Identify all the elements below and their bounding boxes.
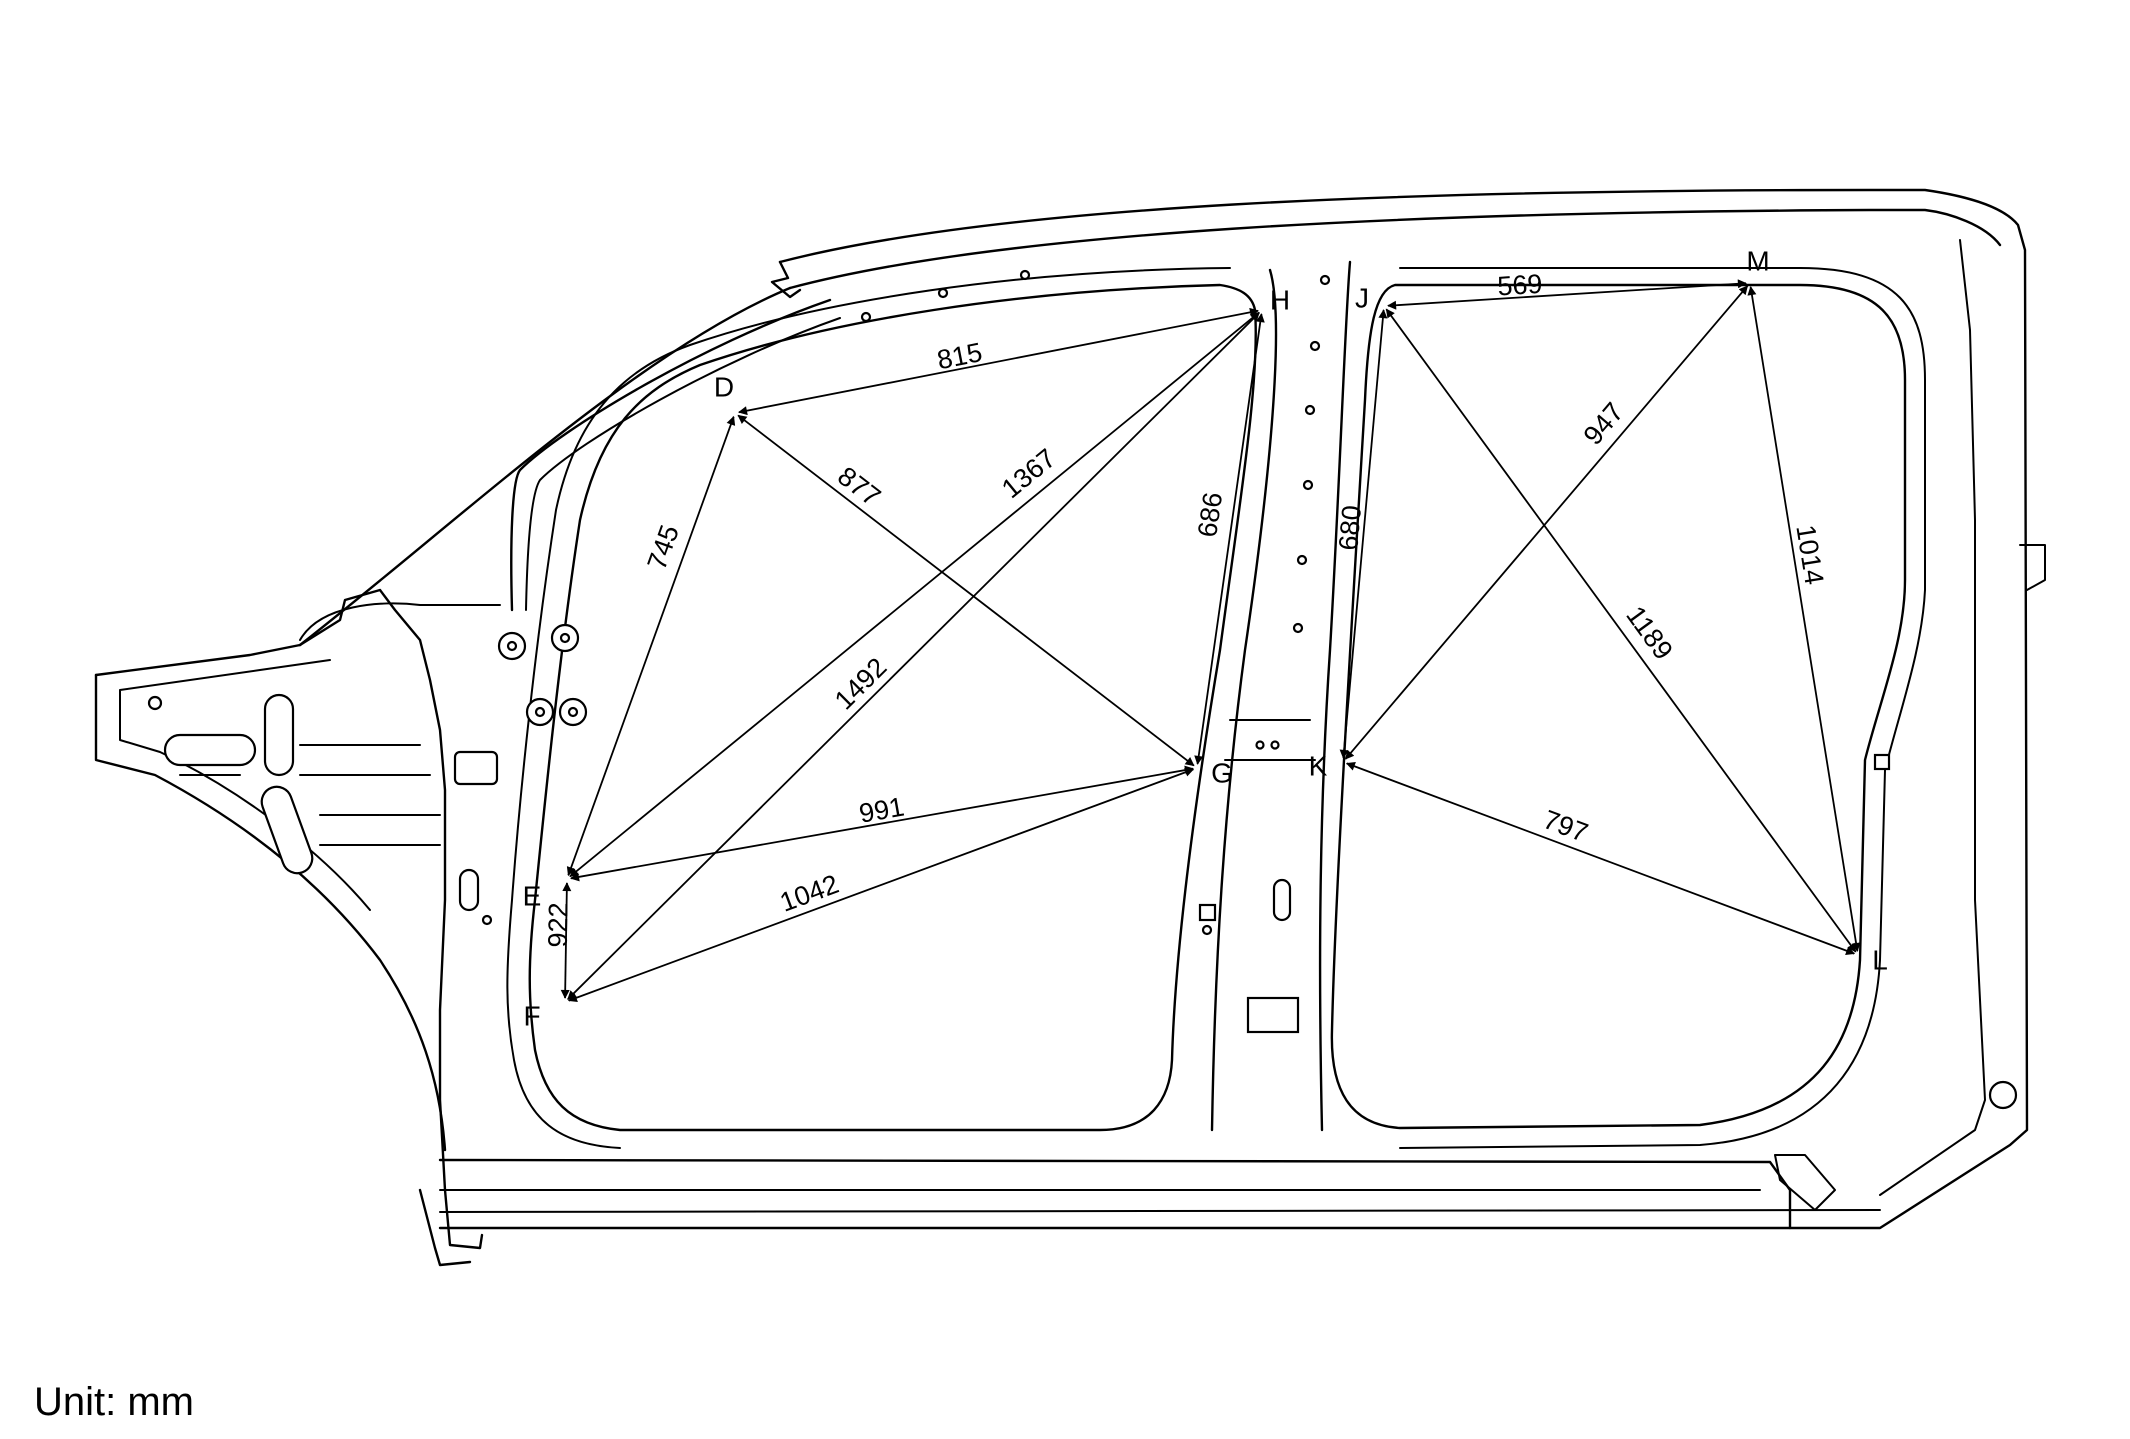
- front-hinge-face: [94, 643, 302, 677]
- point-label-l: L: [1872, 944, 1888, 975]
- b-pillar-rear: [1318, 260, 1352, 1132]
- point-labels: D E F G H J K L M: [523, 245, 1888, 1031]
- measurement-lines: [560, 279, 1861, 1003]
- dimension-label-d-g: 877: [832, 461, 886, 512]
- measurement-line-j-m: [1387, 279, 1747, 310]
- measurement-labels: 815 745 877 1367 1492 686 991 1042 922 569 680 947 1…: [543, 269, 1830, 948]
- point-label-g: G: [1211, 757, 1233, 788]
- rear-door-opening-inner: [1399, 267, 1926, 1149]
- rocker-upper: [438, 1158, 1792, 1230]
- measurement-line-j-l: [1385, 308, 1857, 953]
- measurement-line-d-g: [737, 414, 1195, 767]
- front-panel-outline: [298, 588, 484, 1250]
- dimension-label-h-g: 686: [1192, 490, 1228, 539]
- measurement-line-f-h: [567, 312, 1260, 1000]
- point-label-m: M: [1746, 245, 1769, 276]
- dimension-label-j-k: 680: [1333, 504, 1367, 552]
- holes: [147, 269, 2018, 1110]
- dimension-label-e-h: 1367: [996, 443, 1061, 504]
- roof-drip: [788, 208, 2002, 290]
- point-label-f: F: [523, 1000, 540, 1031]
- measurement-line-d-e: [566, 415, 736, 877]
- measurement-line-h-g: [1194, 313, 1265, 765]
- unit-label: Unit: mm: [34, 1380, 194, 1424]
- dimension-label-d-e: 745: [641, 521, 684, 574]
- measurement-line-e-f: [560, 882, 572, 999]
- measurement-line-e-h: [569, 311, 1260, 878]
- dimension-label-f-g: 1042: [776, 869, 843, 918]
- dimension-label-m-k: 947: [1578, 397, 1630, 451]
- outer-roof-line: [438, 188, 2029, 1230]
- dimension-label-k-l: 797: [1539, 804, 1592, 848]
- point-label-e: E: [523, 880, 542, 911]
- dimension-label-f-h: 1492: [829, 652, 893, 716]
- point-label-h: H: [1270, 284, 1290, 315]
- dimension-label-m-l: 1014: [1790, 523, 1829, 587]
- front-bottom-hook: [418, 1188, 472, 1267]
- dimension-label-e-g: 991: [857, 791, 907, 828]
- measurement-line-f-g: [567, 767, 1195, 1003]
- rocker-lower: [439, 1189, 1881, 1213]
- front-lower-face: [94, 673, 447, 1152]
- dimension-label-e-f: 922: [543, 902, 574, 948]
- rear-quarter-line-2: [2019, 544, 2046, 591]
- measurement-line-k-l: [1345, 762, 1856, 955]
- front-door-opening-inner: [506, 267, 1231, 1149]
- b-pillar-center-line: [1224, 719, 1316, 761]
- dimension-label-d-h: 815: [935, 337, 985, 375]
- dimension-label-j-m: 569: [1496, 269, 1543, 302]
- roof-step: [770, 260, 802, 299]
- body-outline: [94, 188, 2046, 1267]
- rocker-bracket: [1774, 1154, 1836, 1211]
- cowl-top: [299, 602, 501, 641]
- measurement-line-m-k: [1344, 285, 1749, 760]
- rear-quarter-line: [1879, 239, 1986, 1196]
- measurement-line-m-l: [1747, 286, 1861, 952]
- dimension-label-j-l: 1189: [1620, 601, 1678, 666]
- point-label-d: D: [714, 371, 734, 402]
- point-label-j: J: [1355, 282, 1369, 313]
- point-label-k: K: [1309, 750, 1328, 781]
